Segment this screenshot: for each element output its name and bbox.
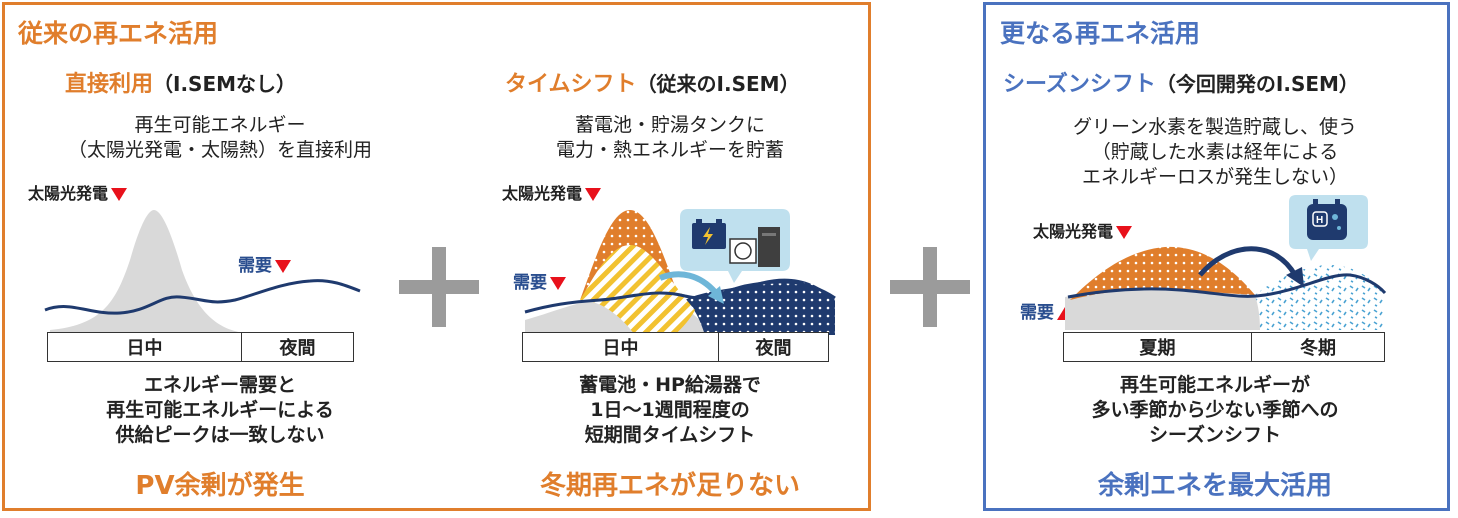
plus-icon (890, 247, 970, 327)
battery-icon (692, 219, 726, 249)
shift-arrow-head (708, 286, 724, 304)
panel3-time-summer: 夏期 (1139, 338, 1176, 359)
demand-curve (524, 280, 836, 314)
panel3-bottom-line: シーズンシフト (1148, 424, 1282, 446)
panel2-desc-line: 蓄電池・貯湯タンクに (574, 114, 765, 136)
panel2-time-night: 夜間 (718, 333, 828, 361)
panel1-bottom-line: エネルギー需要と (143, 374, 296, 396)
panel2-subtitle: （従来のI.SEM） (636, 72, 800, 96)
conventional-section-title: 従来の再エネ活用 (18, 19, 219, 48)
panel3-desc-line: エネルギーロスが発生しない） (1081, 166, 1348, 188)
panel1-chart (44, 210, 361, 333)
stored-solar-area (580, 245, 695, 335)
down-marker-icon (550, 276, 566, 290)
panel3-solar-text: 太陽光発電 (1033, 222, 1114, 241)
panel2-solar-text: 太陽光発電 (502, 184, 583, 203)
panel2-bottom-line: 短期間タイムシフト (584, 424, 756, 446)
panel1-solar-text: 太陽光発電 (28, 184, 109, 203)
down-marker-icon (1116, 226, 1133, 239)
panel1-demand-label: 需要 (238, 251, 291, 276)
panel3-subtitle: （今回開発のI.SEM） (1155, 72, 1359, 96)
down-marker-icon (275, 259, 291, 273)
panel2-result: 冬期再エネが足りない (539, 471, 800, 501)
panel3-heading: シーズンシフト（今回開発のI.SEM） (1003, 68, 1359, 97)
panel1-heading: 直接利用（I.SEMなし） (65, 68, 296, 97)
panel1-result: PV余剰が発生 (135, 471, 305, 501)
panel3-hydrogen-bubble: H (1289, 195, 1368, 261)
panel3-timebar: 夏期 冬期 (1063, 332, 1385, 362)
panel2-description: 蓄電池・貯湯タンクに 電力・熱エネルギーを貯蓄 (480, 113, 860, 163)
hydrogen-tank-icon: H (1307, 199, 1347, 240)
further-section-frame (983, 2, 1450, 511)
panel2-timebar: 日中 夜間 (522, 332, 829, 362)
solar-peak-area (50, 210, 245, 333)
panel2-bottom-line: 1日～1週間程度の (590, 399, 750, 421)
shift-arrow-head (1286, 267, 1304, 287)
panel1-description: 再生可能エネルギー （太陽光発電・太陽熱）を直接利用 (20, 113, 420, 163)
down-marker-icon (111, 188, 128, 201)
panel1-subtitle: （I.SEMなし） (153, 72, 297, 96)
panel2-bottom-line: 蓄電池・HP給湯器で (579, 374, 761, 396)
panel2-storage-bubble (680, 209, 790, 283)
panel3-bottom-line: 多い季節から少ない季節への (1091, 399, 1339, 421)
panel3-description: グリーン水素を製造貯蔵し、使う （貯蔵した水素は経年による エネルギーロスが発生… (1000, 115, 1430, 190)
panel2-bottom-text: 蓄電池・HP給湯器で 1日～1週間程度の 短期間タイムシフト (480, 373, 860, 448)
panel3-desc-line: グリーン水素を製造貯蔵し、使う (1072, 116, 1358, 138)
panel1-bottom-line: 供給ピークは一致しない (115, 424, 325, 446)
panel1-desc-line: 再生可能エネルギー (134, 114, 306, 136)
svg-text:H: H (1316, 215, 1323, 226)
panel3-solar-label: 太陽光発電 (1033, 218, 1133, 242)
shift-arrow-icon (658, 271, 718, 295)
panel1-desc-line: （太陽光発電・太陽熱）を直接利用 (67, 139, 372, 161)
summer-surplus-area (1070, 246, 1255, 300)
panel3-time-winter: 冬期 (1251, 333, 1384, 361)
panel1-time-day: 日中 (126, 338, 163, 359)
demand-curve (1067, 273, 1387, 299)
shift-arrow-icon (1198, 246, 1298, 277)
panel2-heading: タイムシフト（従来のI.SEM） (505, 68, 800, 97)
further-section-title: 更なる再エネ活用 (1000, 19, 1201, 48)
panel3-desc-line: （貯蔵した水素は経年による (1091, 141, 1339, 163)
panel1-timebar: 日中 夜間 (47, 332, 354, 362)
panel2-chart (524, 210, 836, 335)
demand-curve (44, 279, 361, 315)
down-marker-icon (585, 188, 602, 201)
conventional-section-frame (2, 2, 871, 511)
panel2-title: タイムシフト (505, 72, 637, 97)
panel3-title: シーズンシフト (1003, 72, 1156, 97)
panel3-bottom-text: 再生可能エネルギーが 多い季節から少ない季節への シーズンシフト (1000, 373, 1430, 448)
panel3-bottom-line: 再生可能エネルギーが (1119, 374, 1310, 396)
heat-pump-icon (729, 227, 780, 267)
plus-icon (399, 247, 479, 327)
panel1-title: 直接利用 (65, 72, 154, 97)
panel1-demand-text: 需要 (238, 256, 272, 276)
panel2-solar-label: 太陽光発電 (502, 180, 602, 204)
panel1-bottom-line: 再生可能エネルギーによる (106, 399, 334, 421)
panel1-time-night: 夜間 (241, 333, 353, 361)
winter-supply-area (1255, 265, 1385, 330)
panel3-chart (1065, 246, 1387, 330)
panel1-bottom-text: エネルギー需要と 再生可能エネルギーによる 供給ピークは一致しない (20, 373, 420, 448)
panel3-result: 余剰エネを最大活用 (1097, 471, 1332, 501)
panel1-solar-label: 太陽光発電 (28, 180, 128, 204)
panel2-demand-text: 需要 (513, 273, 547, 293)
panel3-demand-text: 需要 (1020, 303, 1054, 323)
panel2-time-day: 日中 (602, 338, 639, 359)
panel2-desc-line: 電力・熱エネルギーを貯蓄 (555, 139, 784, 161)
panel2-demand-label: 需要 (513, 268, 566, 293)
